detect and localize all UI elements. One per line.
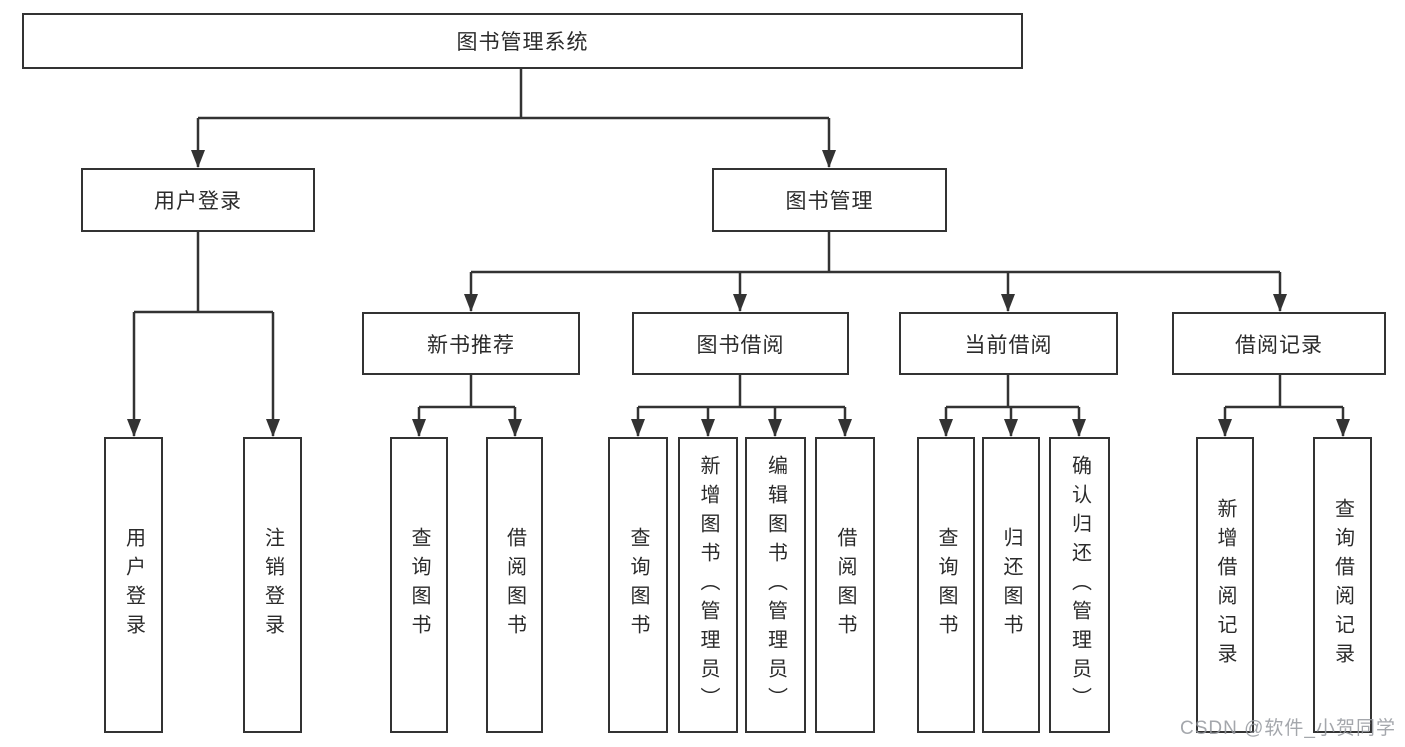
leaf-query-books-recommend: 查询图书 (390, 437, 448, 733)
node-borrow-records: 借阅记录 (1172, 312, 1386, 375)
node-current-borrowing: 当前借阅 (899, 312, 1118, 375)
leaf-logout: 注销登录 (243, 437, 302, 733)
leaf-confirm-return-admin: 确认归还（管理员） (1049, 437, 1110, 733)
leaf-borrow-books: 借阅图书 (815, 437, 875, 733)
node-book-borrowing: 图书借阅 (632, 312, 849, 375)
leaf-query-borrow-record: 查询借阅记录 (1313, 437, 1372, 733)
connector-rails (134, 69, 1343, 409)
leaf-return-books: 归还图书 (982, 437, 1040, 733)
leaf-add-borrow-record: 新增借阅记录 (1196, 437, 1254, 733)
leaf-borrow-books-recommend: 借阅图书 (486, 437, 543, 733)
leaf-edit-books-admin: 编辑图书（管理员） (745, 437, 806, 733)
node-book-management: 图书管理 (712, 168, 947, 232)
leaf-query-books-current: 查询图书 (917, 437, 975, 733)
node-user-login: 用户登录 (81, 168, 315, 232)
leaf-add-books-admin: 新增图书（管理员） (678, 437, 738, 733)
csdn-watermark: CSDN @软件_小贺同学 (1180, 718, 1396, 739)
leaf-query-books-borrow: 查询图书 (608, 437, 668, 733)
node-new-book-recommend: 新书推荐 (362, 312, 580, 375)
leaf-user-login: 用户登录 (104, 437, 163, 733)
node-root: 图书管理系统 (22, 13, 1023, 69)
